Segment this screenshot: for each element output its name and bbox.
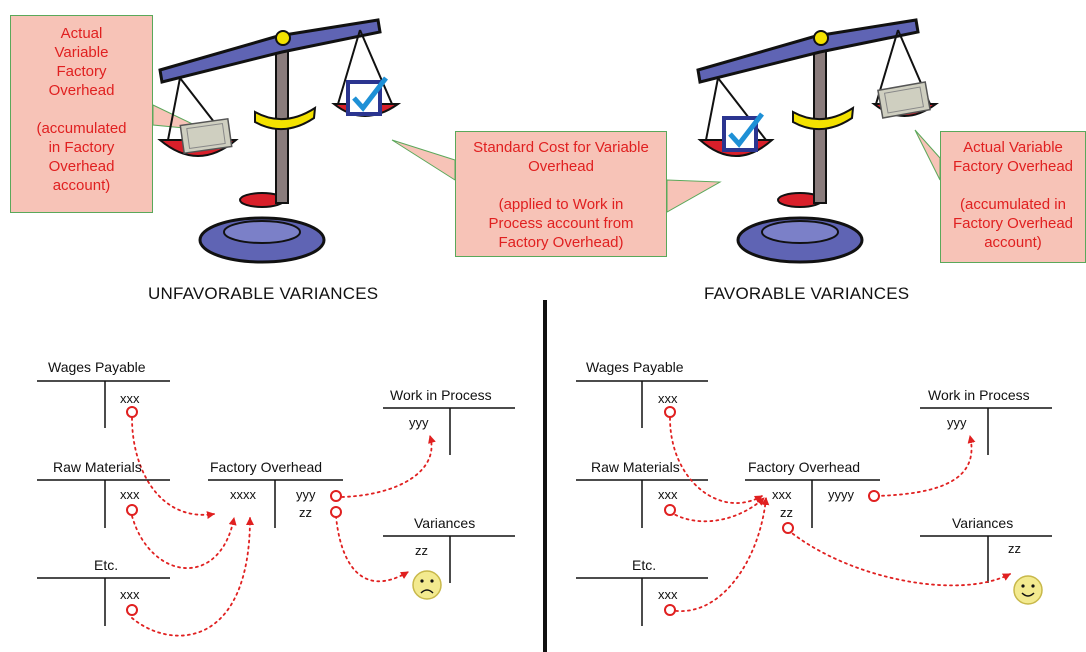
wages-payable-title: Wages Payable <box>586 359 684 375</box>
right-callout-pointer <box>914 129 941 181</box>
variances-debit: zz <box>415 543 428 558</box>
checkbox-icon <box>346 76 388 116</box>
wages-payable-credit: xxx <box>658 391 678 406</box>
raw-materials-credit: xxx <box>120 487 140 502</box>
unfavorable-flow-arrows <box>131 417 436 637</box>
factory-overhead-title: Factory Overhead <box>210 459 323 475</box>
variances-title: Variances <box>952 515 1014 531</box>
factory-overhead-debit: xxxx <box>230 487 256 502</box>
unfavorable-variances-heading: UNFAVORABLE VARIANCES <box>148 284 379 303</box>
variances-credit: zz <box>1008 541 1021 556</box>
favorable-source-circles <box>664 406 880 616</box>
actual-overhead-callout-left: Actual Variable Factory Overhead (accumu… <box>10 15 153 213</box>
variances-title: Variances <box>414 515 476 531</box>
favorable-flow-arrows <box>669 417 1011 612</box>
work-in-process-title: Work in Process <box>928 387 1030 403</box>
actual-overhead-callout-right: Actual Variable Factory Overhead (accumu… <box>940 131 1086 263</box>
work-in-process-debit: yyy <box>409 415 429 430</box>
raw-materials-credit: xxx <box>658 487 678 502</box>
money-icon <box>179 117 233 155</box>
raw-materials-title: Raw Materials <box>53 459 142 475</box>
factory-overhead-credit-variance: zz <box>299 505 312 520</box>
etc-title: Etc. <box>94 557 119 573</box>
etc-credit: xxx <box>658 587 678 602</box>
work-in-process-debit: yyy <box>947 415 967 430</box>
wages-payable-credit: xxx <box>120 391 140 406</box>
etc-title: Etc. <box>632 557 657 573</box>
work-in-process-title: Work in Process <box>390 387 492 403</box>
factory-overhead-credit: yyyy <box>828 487 854 502</box>
etc-credit: xxx <box>120 587 140 602</box>
unfavorable-t-lines <box>37 380 515 626</box>
standard-cost-callout: Standard Cost for Variable Overhead (app… <box>455 131 667 257</box>
money-icon <box>877 81 931 119</box>
factory-overhead-debit: xxx <box>772 487 792 502</box>
raw-materials-title: Raw Materials <box>591 459 680 475</box>
factory-overhead-title: Factory Overhead <box>748 459 861 475</box>
wages-payable-title: Wages Payable <box>48 359 146 375</box>
unfavorable-source-circles <box>126 406 342 616</box>
favorable-t-lines <box>576 380 1052 626</box>
frown-face-icon <box>412 570 442 600</box>
standard-callout-pointer-right <box>666 179 722 213</box>
factory-overhead-debit-variance: zz <box>780 505 793 520</box>
smile-face-icon <box>1013 575 1043 605</box>
standard-callout-pointer-left <box>391 139 456 181</box>
factory-overhead-credit-applied: yyy <box>296 487 316 502</box>
favorable-variances-heading: FAVORABLE VARIANCES <box>704 284 910 303</box>
checkbox-icon <box>722 112 764 152</box>
